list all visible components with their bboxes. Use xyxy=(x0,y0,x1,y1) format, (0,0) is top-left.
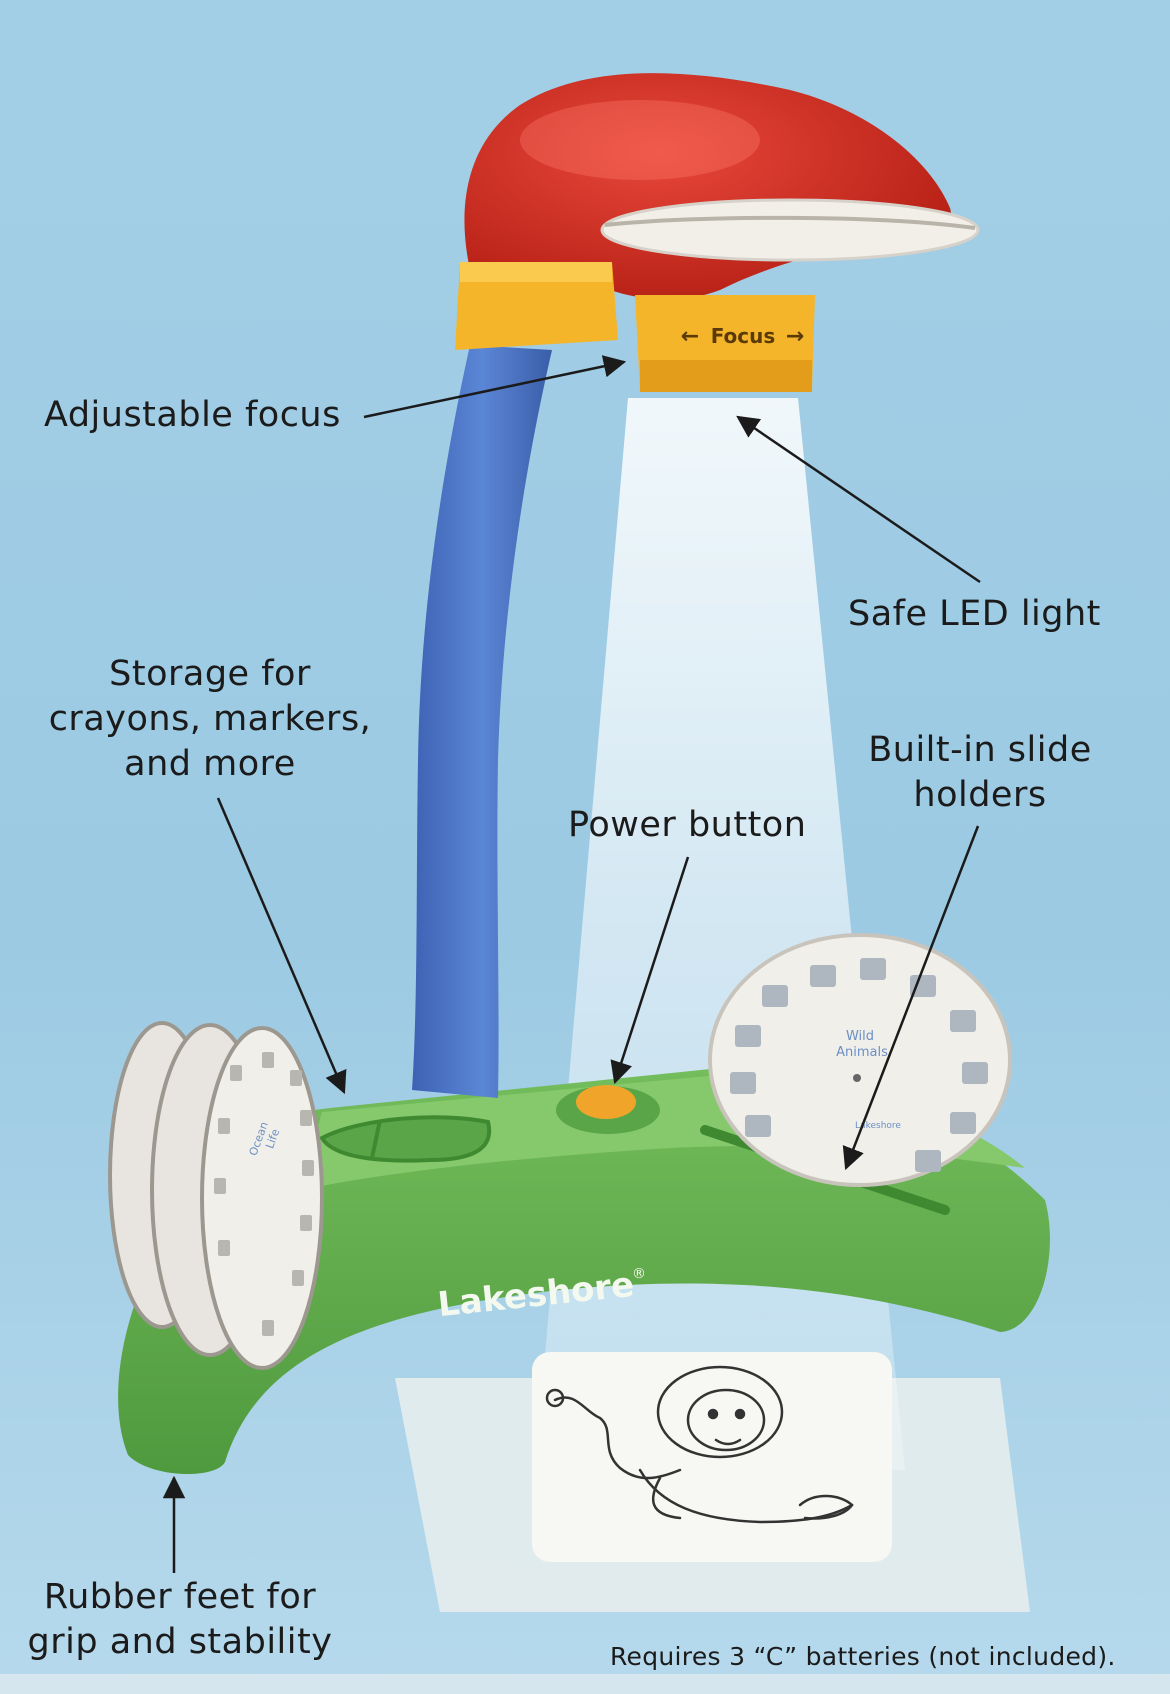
callout-rubber-feet-line-2: grip and stability xyxy=(27,1621,333,1662)
projector-arm xyxy=(412,345,552,1098)
arrow-storage xyxy=(216,797,347,1095)
arm-collar xyxy=(455,262,618,350)
callout-rubber-feet: Rubber feet for grip and stability xyxy=(10,1575,350,1665)
stored-slide-discs-left xyxy=(108,1021,324,1370)
callout-slide-holders-line-2: holders xyxy=(913,774,1047,815)
panel-bottom-edge xyxy=(0,1674,1170,1694)
focus-left-arrow: ← xyxy=(681,324,699,349)
arrow-power-button xyxy=(610,856,690,1085)
left-disc-label-line-2: Life xyxy=(263,1127,282,1150)
callout-power-button: Power button xyxy=(568,805,807,845)
focus-ring-text: Focus xyxy=(711,324,776,348)
callout-storage-line-3: and more xyxy=(124,743,296,784)
callout-rubber-feet-line-1: Rubber feet for xyxy=(43,1577,317,1617)
callout-safe-led-light: Safe LED light xyxy=(848,594,1101,634)
callout-storage-line-1: Storage for xyxy=(109,654,311,694)
stored-slide-disc-right xyxy=(708,933,1012,1187)
loaded-slide-disc xyxy=(600,198,980,262)
storage-well xyxy=(319,1115,492,1163)
disc-label-line-2: Animals xyxy=(836,1045,888,1060)
focus-right-arrow: → xyxy=(786,324,804,349)
callout-storage-line-2: crayons, markers, xyxy=(48,698,372,739)
callout-built-in-slide-holders: Built-in slide holders xyxy=(830,728,1130,818)
power-button[interactable] xyxy=(576,1085,636,1119)
lion-drawing xyxy=(545,1365,854,1524)
arrow-safe-led-light xyxy=(736,415,981,584)
callout-storage: Storage for crayons, markers, and more xyxy=(40,652,380,786)
disc-brand-label: Lakeshore xyxy=(855,1121,901,1131)
callout-adjustable-focus: Adjustable focus xyxy=(44,395,341,435)
arrow-slide-holders xyxy=(842,825,980,1171)
arrow-adjustable-focus xyxy=(363,355,627,419)
lamp-head-highlight xyxy=(520,100,760,180)
brand-registered-mark: ® xyxy=(632,1266,646,1282)
callout-slide-holders-line-1: Built-in slide xyxy=(868,730,1092,770)
disc-label-line-1: Wild xyxy=(846,1029,874,1044)
battery-footnote: Requires 3 “C” batteries (not included). xyxy=(610,1642,1116,1671)
